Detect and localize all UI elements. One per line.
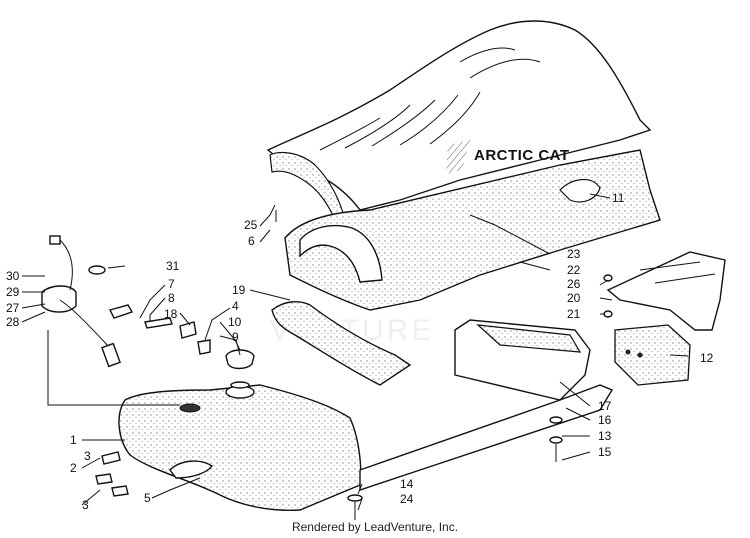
fuel-tank-assembly xyxy=(118,319,614,512)
callout-10: 10 xyxy=(228,315,242,329)
callout-15: 15 xyxy=(598,445,612,459)
callout-31: 31 xyxy=(166,259,180,273)
rear-plate xyxy=(606,251,726,331)
callout-8: 8 xyxy=(168,291,175,305)
callout-23: 23 xyxy=(567,247,581,261)
tray-assembly xyxy=(271,301,412,386)
callout-7: 7 xyxy=(168,277,175,291)
fuel-sender xyxy=(41,235,121,368)
callout-11: 11 xyxy=(612,191,625,205)
callout-28: 28 xyxy=(6,315,20,329)
callout-30: 30 xyxy=(6,269,20,283)
callout-labels: 1 2 3 3 5 4 7 8 18 10 9 31 30 29 27 28 2… xyxy=(6,191,714,512)
callout-2: 2 xyxy=(70,461,77,475)
callout-12: 12 xyxy=(700,351,714,365)
hardware-parts xyxy=(88,210,613,520)
callout-3b: 3 xyxy=(82,498,89,512)
leader-lines xyxy=(21,193,689,511)
callout-1: 1 xyxy=(70,433,77,447)
callout-5: 5 xyxy=(144,491,151,505)
callout-27: 27 xyxy=(6,301,20,315)
foam-block xyxy=(614,324,691,386)
callout-17: 17 xyxy=(598,399,612,413)
callout-19: 19 xyxy=(232,283,246,297)
seat-base xyxy=(284,149,661,311)
callout-9: 9 xyxy=(232,330,239,344)
callout-6: 6 xyxy=(248,234,255,248)
callout-25: 25 xyxy=(244,218,258,232)
callout-14: 14 xyxy=(400,477,414,491)
callout-20: 20 xyxy=(567,291,581,305)
callout-26: 26 xyxy=(567,277,581,291)
callout-21: 21 xyxy=(567,307,581,321)
callout-22: 22 xyxy=(567,263,581,277)
callout-3a: 3 xyxy=(84,449,91,463)
brand-logo-text: ARCTIC CAT xyxy=(474,147,570,164)
callout-29: 29 xyxy=(6,285,20,299)
callout-4: 4 xyxy=(232,299,239,313)
rendered-by-footer: Rendered by LeadVenture, Inc. xyxy=(291,520,459,534)
seat-assembly: ARCTIC CAT xyxy=(266,20,652,233)
callout-24: 24 xyxy=(400,492,414,506)
callout-18: 18 xyxy=(164,307,178,321)
callout-13: 13 xyxy=(598,429,612,443)
callout-16: 16 xyxy=(598,413,612,427)
